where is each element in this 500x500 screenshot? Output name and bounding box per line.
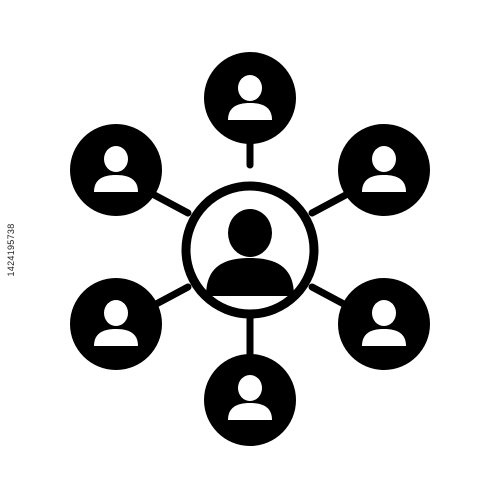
user-node-upper-left	[70, 124, 162, 216]
user-icon	[94, 146, 138, 192]
user-node-lower-left	[70, 278, 162, 370]
center-user-icon	[206, 209, 294, 296]
center-user-node	[181, 181, 319, 319]
user-node-top	[204, 52, 296, 144]
user-icon	[228, 75, 272, 120]
user-node-upper-right	[338, 124, 430, 216]
user-icon	[362, 146, 406, 192]
user-icon	[228, 375, 272, 420]
user-icon	[362, 300, 406, 346]
user-icon	[94, 300, 138, 346]
user-node-bottom	[204, 354, 296, 446]
stock-id-watermark: 1424195738	[6, 223, 16, 277]
user-node-lower-right	[338, 278, 430, 370]
